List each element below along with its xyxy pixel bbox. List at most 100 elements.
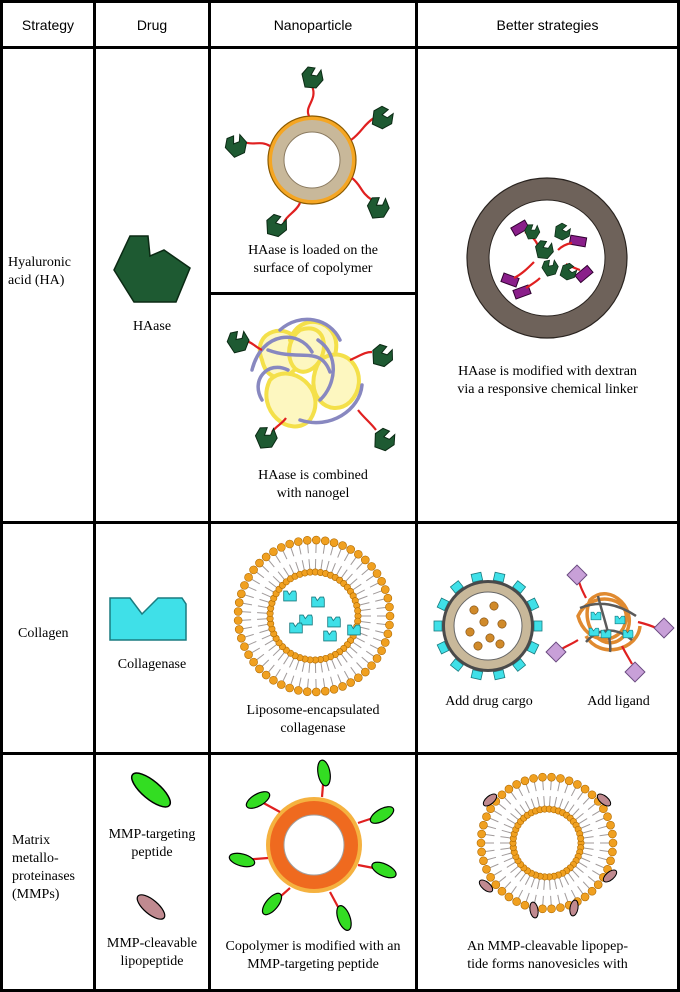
lipid-tail <box>506 818 516 825</box>
lipid-tail <box>361 567 370 576</box>
lipid-head <box>234 598 244 607</box>
lipid-head <box>385 611 395 621</box>
lipid-head <box>277 680 286 689</box>
nanogel-chain <box>266 348 332 374</box>
header-drug: Drug <box>136 17 168 33</box>
nano-ha2-caption-line2: with nanogel <box>276 486 350 501</box>
lipid-tail <box>355 637 365 643</box>
lipid-tail <box>503 857 514 863</box>
haase-shape <box>374 427 396 452</box>
collagenase-shape <box>614 615 626 625</box>
lipid-tail <box>525 892 530 903</box>
lipid-tail <box>261 634 272 640</box>
collagenase-shape <box>327 616 341 628</box>
lipid-tail <box>375 630 386 634</box>
mmp-lipopeptide <box>596 793 612 807</box>
lipid-tail <box>492 870 502 877</box>
lipid-tail <box>301 560 305 571</box>
lipid-head <box>338 682 347 691</box>
collagenase-shape <box>299 614 313 626</box>
drug-mmp-lipopeptide-line1: MMP-cleavable <box>106 936 198 951</box>
lipid-head <box>520 900 530 910</box>
haase-drug-icon <box>113 235 191 303</box>
lipid-head <box>360 555 370 565</box>
nano-ha1-caption-line2: surface of copolymer <box>253 261 373 276</box>
lipid-head <box>360 667 370 677</box>
mmp-targeting-peptide <box>261 892 283 916</box>
lipid-head <box>477 829 486 839</box>
lipid-tail <box>376 606 387 610</box>
nano-ha2-caption-line1: HAase is combined <box>258 468 368 483</box>
lipid-tail <box>597 856 608 861</box>
lipid-tail <box>274 669 281 678</box>
lipid-tail <box>356 561 364 570</box>
lipid-tail <box>360 621 371 624</box>
lipid-tail <box>264 639 274 646</box>
lipid-head <box>285 539 294 549</box>
lipid-head <box>608 847 617 857</box>
cargo-drug <box>473 641 483 651</box>
lipid-tail <box>259 629 270 634</box>
lipid-head <box>564 776 574 786</box>
lipid-head <box>383 593 393 603</box>
lipid-tail <box>336 656 342 667</box>
haase-shape <box>535 240 554 259</box>
lipid-tail <box>307 543 309 554</box>
lipid-tail <box>587 876 597 884</box>
strategy-mmp-line1: Matrix <box>12 833 51 848</box>
lipid-tail <box>578 818 588 825</box>
lipid-tail <box>308 662 311 673</box>
lipid-tail <box>359 626 370 630</box>
lipid-tail <box>571 808 580 817</box>
lipid-tail <box>501 852 512 857</box>
lipid-head <box>234 625 244 634</box>
lipid-tail <box>489 863 499 869</box>
lipid-head <box>512 897 521 906</box>
lipid-tail <box>497 802 507 810</box>
collagenase-icon <box>289 622 303 634</box>
drug-haase-label: HAase <box>132 319 172 334</box>
lipid-head <box>249 565 258 575</box>
better-mmp-caption-line1: An MMP-cleavable lipopep- <box>467 939 628 954</box>
lipid-tail <box>575 812 584 821</box>
collagenase-shape <box>588 627 600 637</box>
collagenase-shape <box>289 622 303 634</box>
lipid-head <box>608 838 618 848</box>
copolymer-haase-particle <box>224 66 394 238</box>
lipid-tail <box>580 857 591 863</box>
lipid-tail <box>486 825 497 830</box>
lipid-tail <box>486 856 497 861</box>
drug-mmp-lipopeptide-line2: lipopeptide <box>120 954 184 969</box>
lipid-tail <box>295 660 300 671</box>
lipid-head <box>329 685 339 694</box>
lipid-tail <box>592 809 602 816</box>
lipid-head <box>482 812 491 822</box>
mmp-targeting-peptide-icon <box>130 772 172 808</box>
lipid-head <box>377 646 386 656</box>
lipid-tail <box>250 647 261 654</box>
collagenase-surface <box>526 640 540 655</box>
lipid-tail <box>510 865 519 874</box>
lipid-tail <box>250 578 261 585</box>
dextran-block <box>568 234 588 248</box>
cargo-drug <box>465 627 475 637</box>
lipid-tail <box>261 659 270 668</box>
mmp-targeting-peptide <box>245 791 271 809</box>
lipid-tail <box>340 653 348 663</box>
nanovesicle-bilayer <box>476 772 618 914</box>
lipid-head <box>529 774 538 783</box>
lipid-head <box>497 886 507 896</box>
lipid-head <box>606 820 615 830</box>
cargo-core <box>453 591 523 661</box>
collagenase-icon <box>283 590 297 602</box>
haase-shape <box>541 259 559 277</box>
lipid-tail <box>331 562 336 573</box>
lipid-tail <box>337 674 342 684</box>
collagenase-shape <box>283 590 297 602</box>
lipid-head <box>244 650 253 659</box>
lipid-tail <box>571 869 580 878</box>
lipid-tail <box>255 653 265 661</box>
lipid-head <box>479 820 488 830</box>
